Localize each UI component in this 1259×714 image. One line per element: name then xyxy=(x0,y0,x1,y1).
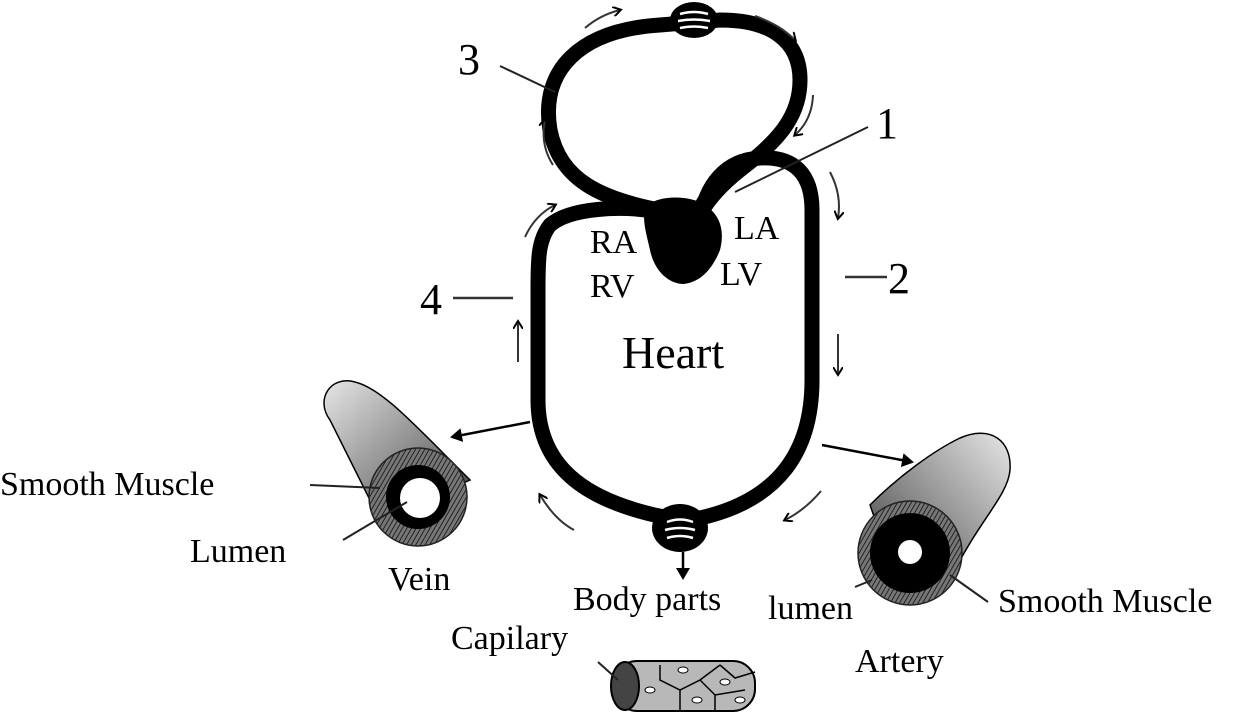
label-right-atrium: RA xyxy=(590,224,638,261)
flow-arrow xyxy=(754,15,795,40)
label-vein-lumen: Lumen xyxy=(190,533,287,570)
flow-arrows xyxy=(518,10,839,531)
flow-arrow xyxy=(544,120,554,166)
vein-arrow xyxy=(450,420,531,442)
label-left-atrium: LA xyxy=(734,210,780,247)
label-number-3: 3 xyxy=(458,35,480,84)
leader-line-1 xyxy=(734,126,869,193)
leader-line-3 xyxy=(499,65,556,93)
artery-illustration xyxy=(854,432,1011,606)
pulmonary-circuit-vessel xyxy=(541,12,808,223)
heart-shape xyxy=(644,197,722,284)
label-artery: Artery xyxy=(855,643,944,680)
label-artery-lumen: lumen xyxy=(768,590,853,627)
label-body-parts: Body parts xyxy=(573,581,722,618)
artery-arrow xyxy=(821,443,914,468)
label-heart: Heart xyxy=(622,327,725,378)
flow-arrow xyxy=(584,10,620,29)
vein-illustration xyxy=(309,380,472,547)
flow-arrow xyxy=(829,171,839,218)
flow-arrow xyxy=(540,495,575,531)
artery-lumen xyxy=(898,540,922,564)
label-number-4: 4 xyxy=(420,275,442,324)
label-vein-smooth-muscle: Smooth Muscle xyxy=(0,466,215,503)
flow-arrow xyxy=(524,205,555,238)
label-artery-smooth-muscle: Smooth Muscle xyxy=(998,583,1213,620)
label-right-ventricle: RV xyxy=(590,268,635,305)
capillary-illustration xyxy=(597,660,756,712)
label-number-2: 2 xyxy=(888,254,910,303)
label-number-1: 1 xyxy=(876,99,898,148)
label-capillary: Capilary xyxy=(451,620,569,657)
label-left-ventricle: LV xyxy=(720,256,763,293)
flow-arrow xyxy=(795,94,814,135)
vena-cava-vessel xyxy=(530,201,688,528)
label-vein: Vein xyxy=(388,561,451,598)
flow-arrow xyxy=(785,490,822,520)
vein-lumen xyxy=(400,478,440,518)
